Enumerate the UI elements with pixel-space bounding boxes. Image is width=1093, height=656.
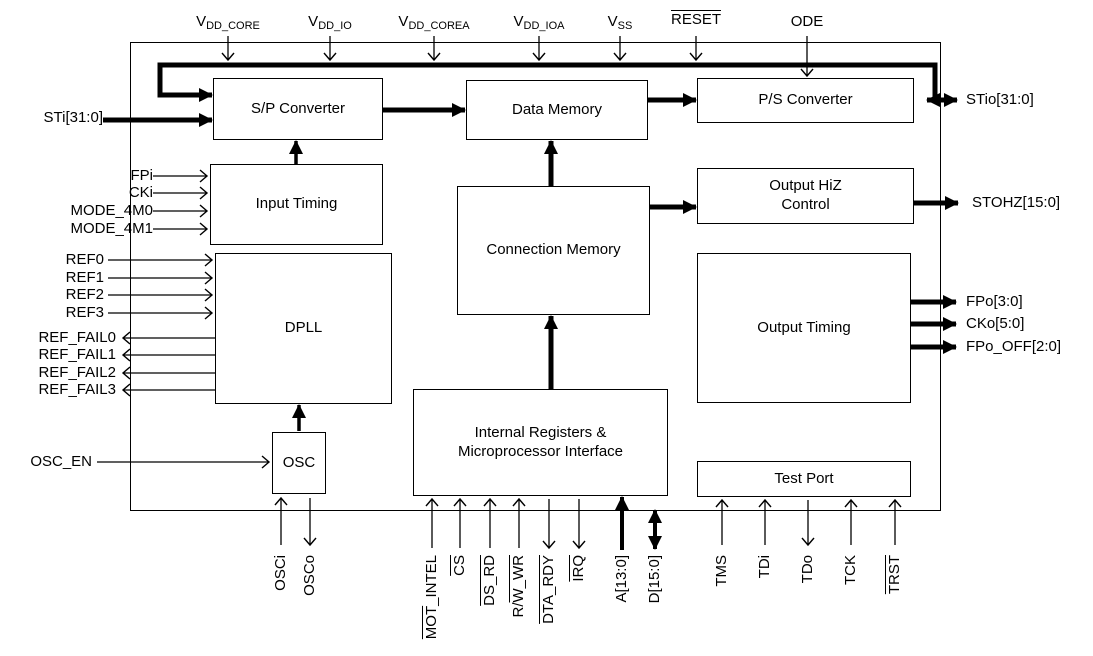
bus-arrows [103, 62, 959, 550]
pin-label-tms: TMS [713, 555, 730, 587]
pin-label-vss: VSS [607, 13, 633, 32]
pin-label-ds-rd: DS_RD [481, 555, 498, 606]
pin-label-ref-fail1: REF_FAIL1 [38, 346, 116, 363]
pin-label-cki: CKi [128, 184, 153, 201]
pin-label-vdd-io: VDD_IO [308, 13, 352, 32]
pin-label-fpi: FPi [130, 167, 154, 184]
pin-label-mode-4m1: MODE_4M1 [70, 220, 153, 237]
pin-label-irq: IRQ [570, 555, 587, 582]
pin-label-dta-rdy: DTA_RDY [540, 555, 557, 624]
pin-label-tck: TCK [842, 555, 859, 585]
pin-label-trst: TRST [886, 555, 903, 595]
pin-label-vdd-corea: VDD_COREA [398, 13, 470, 32]
pin-label-ode: ODE [790, 13, 824, 30]
pin-label-vdd-core: VDD_CORE [196, 13, 260, 32]
block-ps-converter: P/S Converter [697, 78, 914, 123]
block-dpll: DPLL [215, 253, 392, 404]
block-osc: OSC [272, 432, 326, 494]
pin-label-stohz: STOHZ[15:0] [972, 194, 1061, 211]
pin-label-osco: OSCo [301, 555, 318, 596]
block-test-port: Test Port [697, 461, 911, 497]
pin-label-ref-fail3: REF_FAIL3 [38, 381, 116, 398]
pin-label-ref-fail2: REF_FAIL2 [38, 364, 116, 381]
pin-label-mot-intel: MOT_INTEL [423, 555, 440, 640]
signal-arrows [97, 36, 902, 550]
pin-label-mode-4m0: MODE_4M0 [70, 202, 153, 219]
block-output-hiz-control: Output HiZ Control [697, 168, 914, 224]
chip-outline [130, 42, 941, 511]
pin-label-tdo: TDo [799, 555, 816, 584]
pin-label-stio: STio[31:0] [966, 91, 1034, 108]
pin-label-osci: OSCi [272, 555, 289, 591]
pin-label-d-bus: D[15:0] [646, 555, 663, 604]
pin-label-osc-en: OSC_EN [30, 453, 92, 470]
block-internal-registers: Internal Registers & Microprocessor Inte… [413, 389, 668, 496]
block-sp-converter: S/P Converter [213, 78, 383, 140]
pin-label-ref2: REF2 [65, 286, 104, 303]
pin-label-cko: CKo[5:0] [966, 315, 1025, 332]
pin-label-ref-fail0: REF_FAIL0 [38, 329, 116, 346]
block-input-timing: Input Timing [210, 164, 383, 245]
pin-label-fpo: FPo[3:0] [966, 293, 1023, 310]
block-connection-memory: Connection Memory [457, 186, 650, 315]
pin-label-rw-wr: R/W_WR [510, 555, 527, 618]
pin-label-ref1: REF1 [65, 269, 104, 286]
pin-label-tdi: TDi [756, 555, 773, 579]
block-data-memory: Data Memory [466, 80, 648, 140]
pin-label-fpo-off: FPo_OFF[2:0] [966, 338, 1062, 355]
pin-label-reset: RESET [670, 11, 721, 28]
arrow-loopback-bus [157, 62, 938, 102]
pin-label-cs: CS [451, 555, 468, 576]
pin-label-vdd-ioa: VDD_IOA [513, 13, 565, 32]
block-output-timing: Output Timing [697, 253, 911, 403]
pin-label-sti: STi[31:0] [43, 109, 103, 126]
pin-label-ref3: REF3 [65, 304, 104, 321]
pin-label-a-bus: A[13:0] [613, 555, 630, 603]
pin-label-ref0: REF0 [65, 251, 104, 268]
